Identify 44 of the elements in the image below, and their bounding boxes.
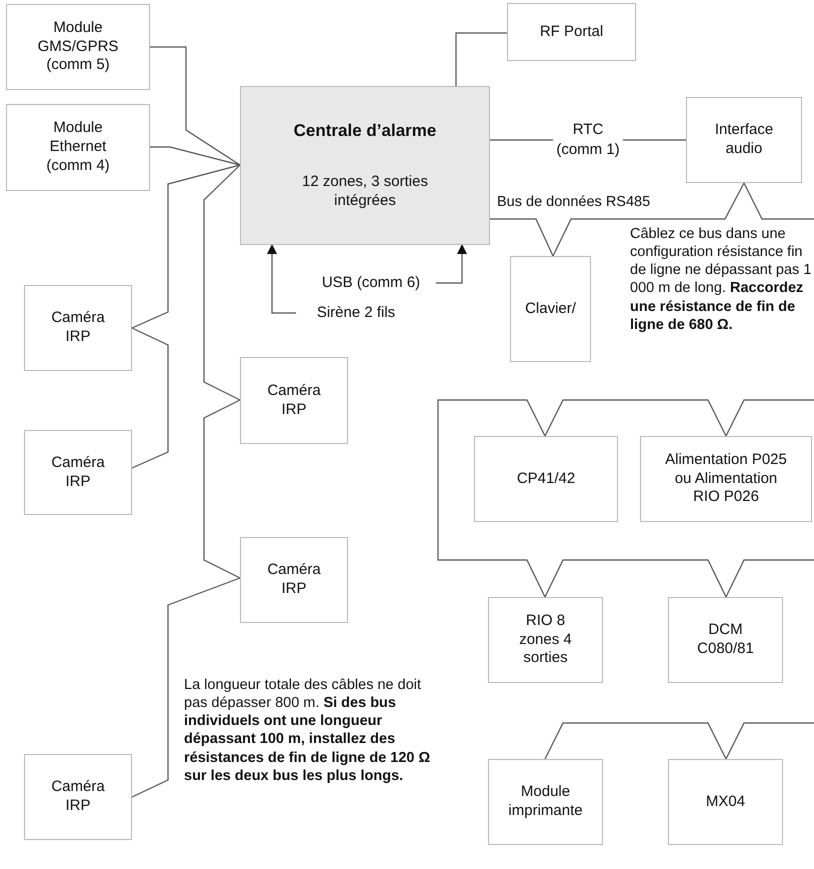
bus-label: Bus de données RS485 xyxy=(497,193,652,212)
cable-line xyxy=(203,164,240,401)
cable-line xyxy=(437,399,546,598)
device-box: Caméra IRP xyxy=(24,285,132,371)
device-box: CP41/42 xyxy=(474,436,618,522)
connector-label: USB (comm 6) xyxy=(306,273,436,293)
device-box: RIO 8 zones 4 sorties xyxy=(488,597,603,683)
connector-label: Sirène 2 fils xyxy=(296,303,416,323)
note: Câblez ce bus dans une configuration résistance fin de ligne ne dépassant pas 1 000 m de long. Raccordez une résistance de fin de ligne de 680 Ω. xyxy=(630,225,812,334)
cable-line xyxy=(725,722,814,760)
note: La longueur totale des câbles ne doit pas dépasser 800 m. Si des bus individuels ont une longueur dépassant 100 m, installez des résistances de fin de ligne de 120 Ω sur les deux bus les plus longs. xyxy=(184,676,432,785)
cable-line xyxy=(544,722,727,760)
device-box: Caméra IRP xyxy=(240,537,348,623)
panel-description: 12 zones, 3 sorties intégrées xyxy=(301,173,429,211)
cable-line xyxy=(150,146,240,166)
cable-line xyxy=(743,182,814,220)
cable-line xyxy=(544,399,727,436)
cable-line xyxy=(203,399,240,579)
cable-line xyxy=(544,559,727,598)
device-box: Module GMS/GPRS (comm 5) xyxy=(6,4,150,90)
device-box: MX04 xyxy=(668,759,783,845)
device-box: Caméra IRP xyxy=(24,430,132,515)
cable-line xyxy=(725,559,814,598)
device-box: DCM C080/81 xyxy=(668,597,783,683)
device-box: Interface audio xyxy=(686,97,802,183)
alarm-panel-box xyxy=(240,86,490,245)
device-box: Module Ethernet (comm 4) xyxy=(6,104,150,191)
cable-line xyxy=(132,164,240,329)
panel-title: Centrale d’alarme xyxy=(294,120,436,142)
device-box: Clavier/ xyxy=(510,256,591,362)
cable-line xyxy=(455,32,507,86)
arrow xyxy=(436,244,467,284)
device-box: Alimentation P025 ou Alimentation RIO P026 xyxy=(640,436,812,522)
cable-line xyxy=(552,182,745,256)
device-box: RF Portal xyxy=(507,3,636,61)
cable-line xyxy=(132,327,169,469)
cable-line xyxy=(725,399,814,436)
arrow xyxy=(267,244,296,314)
cable-line xyxy=(150,46,240,166)
device-box: Caméra IRP xyxy=(24,754,132,840)
device-box: Module imprimante xyxy=(488,759,603,845)
device-box: Caméra IRP xyxy=(240,357,348,444)
cable-line xyxy=(490,218,554,256)
cable-line xyxy=(132,577,240,798)
